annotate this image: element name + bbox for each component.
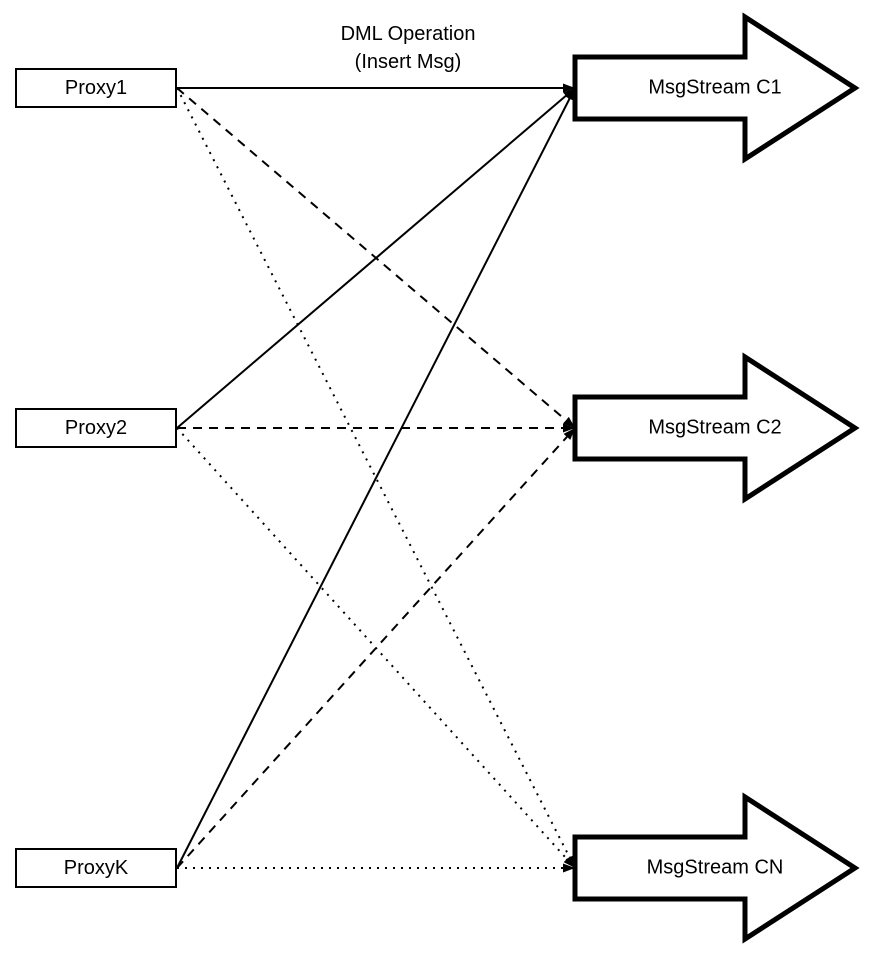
proxyk-label: ProxyK xyxy=(63,856,129,879)
diagram-title-line2: (Insert Msg) xyxy=(354,51,462,73)
msgstream-c2-label: MsgStream C2 xyxy=(648,416,782,439)
msgstream-block-arrows xyxy=(572,12,860,944)
msgstream-cn-arrow-shape xyxy=(572,792,860,944)
proxy2-box: Proxy2 xyxy=(15,408,177,448)
connection-lines xyxy=(176,83,576,873)
msgstream-c1-arrow-shape xyxy=(572,12,860,164)
msgstream-cn-label: MsgStream CN xyxy=(646,856,784,879)
proxy2-label: Proxy2 xyxy=(64,416,128,439)
proxy1-box: Proxy1 xyxy=(15,68,177,108)
link-proxy2-c1 xyxy=(176,87,576,429)
proxyk-box: ProxyK xyxy=(15,848,177,888)
msgstream-c1-label: MsgStream C1 xyxy=(648,76,782,99)
link-proxyk-c2 xyxy=(176,427,576,869)
msgstream-c2-arrow-shape xyxy=(572,352,860,504)
diagram-title-line1: DML Operation xyxy=(340,23,476,45)
link-proxy1-cn xyxy=(176,87,576,869)
link-proxyk-c1 xyxy=(176,87,576,869)
proxy1-label: Proxy1 xyxy=(64,76,128,99)
diagram-title: DML Operation (Insert Msg) xyxy=(341,20,476,76)
